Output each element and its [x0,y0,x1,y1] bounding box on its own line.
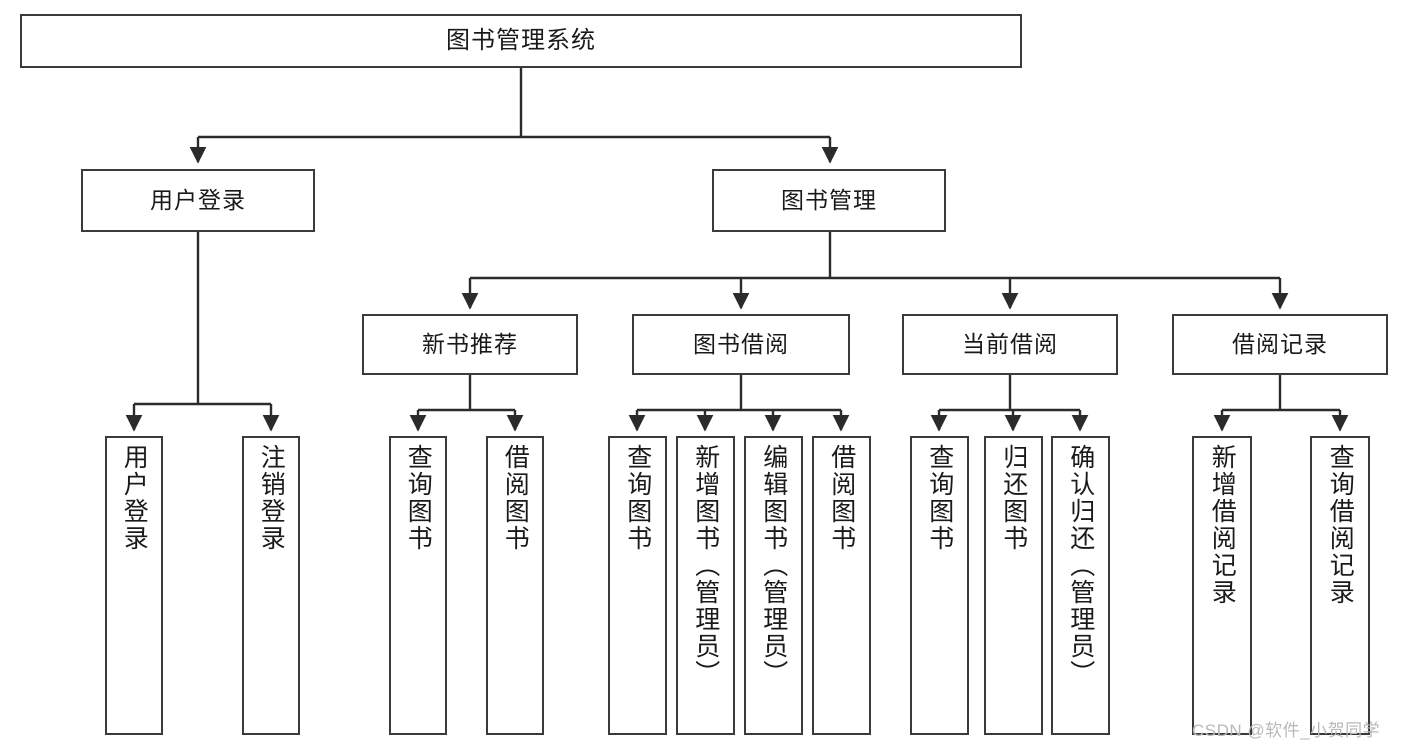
node-label: 图书借阅 [693,330,789,357]
leaf-node-query-borrow-record[interactable]: 查询借阅记录 [1310,436,1370,735]
node-label: 图书管理 [781,186,877,213]
leaf-label: 编辑图书（管理员） [759,444,788,687]
node-label: 当前借阅 [962,330,1058,357]
node-label: 用户登录 [150,186,246,213]
leaf-label: 查询图书 [623,444,652,552]
leaf-node-query-book-current[interactable]: 查询图书 [910,436,969,735]
leaf-label: 新增借阅记录 [1208,444,1237,606]
leaf-node-user-login[interactable]: 用户登录 [105,436,163,735]
node-label: 新书推荐 [422,330,518,357]
leaf-label: 借阅图书 [501,444,530,552]
leaf-label: 借阅图书 [827,444,856,552]
leaf-label: 用户登录 [120,444,149,552]
leaf-label: 查询图书 [925,444,954,552]
leaf-node-confirm-return-admin[interactable]: 确认归还（管理员） [1051,436,1110,735]
node-root-label: 图书管理系统 [446,26,596,54]
leaf-label: 确认归还（管理员） [1066,444,1095,687]
leaf-label: 新增图书（管理员） [691,444,720,687]
leaf-node-query-book-borrow[interactable]: 查询图书 [608,436,667,735]
leaf-label: 查询借阅记录 [1326,444,1355,606]
leaf-node-borrow-book[interactable]: 借阅图书 [812,436,871,735]
node-root-system[interactable]: 图书管理系统 [20,14,1022,68]
leaf-label: 注销登录 [257,444,286,552]
node-book-borrow[interactable]: 图书借阅 [632,314,850,375]
leaf-node-edit-book-admin[interactable]: 编辑图书（管理员） [744,436,803,735]
leaf-node-query-book-recommend[interactable]: 查询图书 [389,436,447,735]
node-user-login[interactable]: 用户登录 [81,169,315,232]
leaf-label: 归还图书 [999,444,1028,552]
node-label: 借阅记录 [1232,330,1328,357]
node-current-borrow[interactable]: 当前借阅 [902,314,1118,375]
node-new-book-recommend[interactable]: 新书推荐 [362,314,578,375]
leaf-node-return-book[interactable]: 归还图书 [984,436,1043,735]
node-borrow-record[interactable]: 借阅记录 [1172,314,1388,375]
leaf-label: 查询图书 [404,444,433,552]
node-book-management[interactable]: 图书管理 [712,169,946,232]
watermark: CSDN @软件_小贺同学 [1192,721,1381,740]
leaf-node-add-book-admin[interactable]: 新增图书（管理员） [676,436,735,735]
leaf-node-borrow-book-recommend[interactable]: 借阅图书 [486,436,544,735]
leaf-node-add-borrow-record[interactable]: 新增借阅记录 [1192,436,1252,735]
leaf-node-logout[interactable]: 注销登录 [242,436,300,735]
